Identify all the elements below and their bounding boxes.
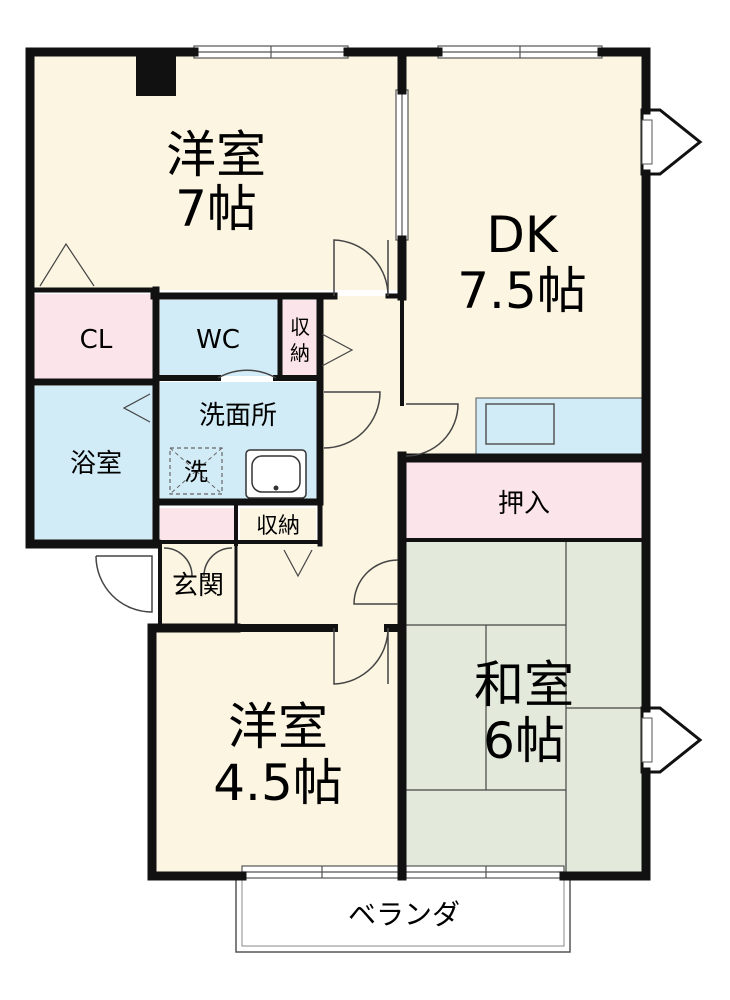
room-storage-mid-fill bbox=[240, 508, 316, 542]
label-dk-name: DK bbox=[486, 206, 559, 264]
label-bath: 浴室 bbox=[70, 449, 122, 479]
room-labels: 洋室 7帖 DK 7.5帖 CL WC 収 納 洗面所 洗 浴室 収納 押入 玄… bbox=[70, 126, 587, 931]
door-dk bbox=[405, 403, 459, 457]
hall-lower-fill bbox=[236, 540, 406, 628]
room-fills bbox=[34, 52, 643, 872]
kitchen-sink bbox=[485, 403, 555, 445]
room-storage-top-fill bbox=[282, 300, 318, 376]
storage-top-mark bbox=[321, 333, 354, 367]
label-closet: CL bbox=[80, 325, 113, 355]
veranda bbox=[235, 875, 571, 953]
storage-marks bbox=[39, 242, 354, 578]
door-wc bbox=[217, 369, 277, 379]
label-japanese-name: 和室 bbox=[474, 656, 574, 714]
label-storage-mid: 収納 bbox=[256, 514, 300, 539]
shoe-closet-fill bbox=[160, 508, 234, 542]
room-closet-fill bbox=[34, 294, 154, 382]
kitchen-counter bbox=[475, 397, 643, 458]
label-washer: 洗 bbox=[184, 458, 208, 486]
tatami-lines bbox=[406, 542, 642, 872]
label-veranda: ベランダ bbox=[348, 898, 460, 931]
room-wc-fill bbox=[160, 300, 278, 376]
door-japanese bbox=[353, 559, 399, 605]
closet-western-7-mark bbox=[39, 242, 95, 287]
wash-basin bbox=[245, 449, 307, 499]
room-dk-fill bbox=[402, 52, 642, 457]
door-entrance bbox=[95, 555, 153, 613]
pillar bbox=[136, 52, 176, 96]
storage-mid-mark bbox=[283, 549, 313, 578]
label-storage-top-1: 収 bbox=[290, 315, 310, 339]
door-western-45 bbox=[333, 627, 389, 685]
room-western-7-fill bbox=[34, 52, 402, 290]
room-oshiire-fill bbox=[406, 462, 642, 538]
room-japanese-fill bbox=[406, 542, 642, 872]
label-dk-size: 7.5帖 bbox=[457, 262, 587, 320]
door-western-7 bbox=[333, 239, 389, 297]
label-western-7-size: 7帖 bbox=[175, 180, 257, 238]
door-washroom bbox=[323, 391, 381, 449]
label-wc: WC bbox=[196, 325, 240, 355]
label-entrance: 玄関 bbox=[172, 571, 224, 601]
bath-door-mark bbox=[122, 393, 151, 423]
label-oshiire: 押入 bbox=[498, 489, 550, 519]
room-bath-fill bbox=[34, 386, 154, 542]
label-western-7-name: 洋室 bbox=[166, 126, 266, 184]
room-western-45-fill bbox=[156, 628, 402, 872]
door-shoe-closet bbox=[163, 547, 233, 577]
label-storage-top-2: 納 bbox=[290, 341, 310, 365]
label-western-45-name: 洋室 bbox=[228, 698, 328, 756]
label-japanese-size: 6帖 bbox=[483, 712, 565, 770]
label-western-45-size: 4.5帖 bbox=[213, 754, 343, 812]
washroom-fixtures bbox=[169, 447, 307, 499]
veranda-outline bbox=[235, 875, 571, 953]
walls bbox=[25, 47, 651, 881]
doors bbox=[95, 239, 459, 685]
room-entrance-fill bbox=[160, 544, 236, 624]
bay-windows bbox=[640, 108, 703, 774]
label-washroom: 洗面所 bbox=[199, 401, 277, 431]
